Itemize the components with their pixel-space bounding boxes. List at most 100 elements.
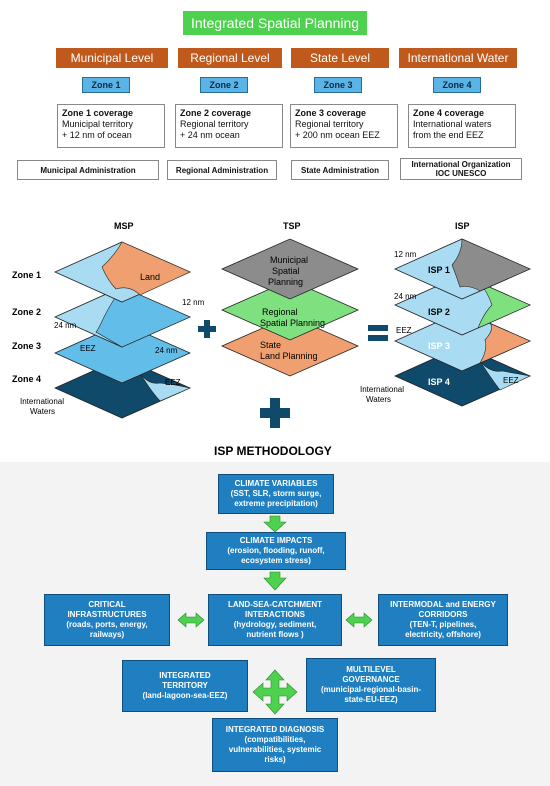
- box-line: CLIMATE VARIABLES: [234, 479, 318, 488]
- isp-eez-label: EEZ: [503, 376, 519, 385]
- left-right-arrow-icon: [177, 612, 205, 628]
- row-label-zone3: Zone 3: [12, 341, 41, 351]
- box-line: (land-lagoon-sea-EEZ): [142, 691, 228, 700]
- isp-stack: [394, 238, 531, 407]
- eez-label-2: EEZ: [165, 378, 181, 387]
- isp2-label: ISP 2: [428, 307, 450, 317]
- box-line: extreme precipitation): [234, 499, 318, 508]
- tsp-layer-2-text: Spatial Planning: [260, 318, 325, 328]
- regional-administration: Regional Administration: [167, 160, 277, 180]
- box-line: ecosystem stress): [241, 556, 311, 565]
- intermodal-corridors-box: INTERMODAL and ENERGY CORRIDORS (TEN-T, …: [378, 594, 508, 646]
- box-line: railways): [89, 630, 125, 639]
- box-line: electricity, offshore): [405, 630, 481, 639]
- box-line: CLIMATE IMPACTS: [239, 536, 313, 545]
- box-line: INTERMODAL and ENERGY: [390, 600, 496, 609]
- tsp-layer-2: [221, 279, 359, 341]
- four-way-arrow-icon: [252, 669, 298, 715]
- state-administration: State Administration: [291, 160, 389, 180]
- zone-4-coverage: Zone 4 coverage International waters fro…: [408, 104, 516, 148]
- zone-2-coverage: Zone 2 coverage Regional territory + 24 …: [175, 104, 283, 148]
- row-label-zone1: Zone 1: [12, 270, 41, 280]
- international-administration: International Organization IOC UNESCO: [400, 158, 522, 180]
- municipal-administration: Municipal Administration: [17, 160, 159, 180]
- tsp-layer-3-text: Land Planning: [260, 351, 318, 361]
- isp1-label: ISP 1: [428, 265, 450, 275]
- box-line: (roads, ports, energy,: [66, 620, 148, 629]
- intl-label-1: International: [20, 397, 64, 406]
- coverage-line: Regional territory: [295, 119, 364, 129]
- box-line: nutrient flows ): [246, 630, 304, 639]
- msp-stack: [54, 241, 191, 419]
- isp4-label: ISP 4: [428, 377, 450, 387]
- down-arrow-icon: [263, 571, 287, 591]
- intl-label-2: Waters: [30, 407, 55, 416]
- isp-intl-label-2: Waters: [366, 395, 391, 404]
- box-line: MULTILEVEL: [346, 665, 396, 674]
- tsp-stack: [221, 238, 359, 377]
- isp-layer-1-land: [451, 238, 531, 292]
- nm12-label: 12 nm: [182, 298, 205, 307]
- international-water-header: International Water: [399, 48, 517, 68]
- box-line: INTERACTIONS: [245, 610, 305, 619]
- coverage-line: Municipal territory: [62, 119, 134, 129]
- isp-nm12-label: 12 nm: [394, 250, 417, 259]
- climate-variables-box: CLIMATE VARIABLES (SST, SLR, storm surge…: [218, 474, 334, 514]
- coverage-title: Zone 2 coverage: [180, 108, 252, 118]
- isp-label: ISP: [455, 221, 470, 231]
- left-right-arrow-icon: [345, 612, 373, 628]
- zone-4-tag: Zone 4: [433, 77, 481, 93]
- coverage-title: Zone 3 coverage: [295, 108, 367, 118]
- isp-intl-label-1: International: [360, 385, 404, 394]
- down-arrow-icon: [263, 515, 287, 533]
- box-line: (municipal-regional-basin-: [320, 685, 421, 694]
- flow-arrows: [177, 515, 373, 715]
- coverage-title: Zone 4 coverage: [413, 108, 485, 118]
- coverage-line: International waters: [413, 119, 492, 129]
- layer-diagram: MSP Zone 1 Zone 2 Zone 3 Zone 4 Land 12 …: [12, 221, 531, 458]
- isp-layer-4-eez: [479, 360, 531, 391]
- box-line: LAND-SEA-CATCHMENT: [227, 600, 323, 609]
- critical-infrastructures-box: CRITICAL INFRASTRUCTURES (roads, ports, …: [44, 594, 170, 646]
- row-label-zone2: Zone 2: [12, 307, 41, 317]
- admin-line: IOC UNESCO: [435, 169, 487, 178]
- box-line: TERRITORY: [162, 681, 208, 690]
- box-line: GOVERNANCE: [342, 675, 400, 684]
- nm24-label-2: 24 nm: [155, 346, 178, 355]
- multilevel-governance-box: MULTILEVEL GOVERNANCE (municipal-regiona…: [306, 658, 436, 712]
- zone-3-tag: Zone 3: [314, 77, 362, 93]
- coverage-line: Regional territory: [180, 119, 249, 129]
- box-line: (compatibilities,: [244, 735, 306, 744]
- municipal-level-header: Municipal Level: [56, 48, 168, 68]
- integrated-diagnosis-box: INTEGRATED DIAGNOSIS (compatibilities, v…: [212, 718, 338, 772]
- coverage-title: Zone 1 coverage: [62, 108, 134, 118]
- coverage-line: from the end EEZ: [413, 130, 484, 140]
- row-label-zone4: Zone 4: [12, 374, 41, 384]
- box-line: INFRASTRUCTURES: [67, 610, 147, 619]
- eez-label: EEZ: [80, 344, 96, 353]
- isp-nm24-label: 24 nm: [394, 292, 417, 301]
- box-line: state-EU-EEZ): [344, 695, 398, 704]
- isp3-label: ISP 3: [428, 341, 450, 351]
- climate-impacts-box: CLIMATE IMPACTS (erosion, flooding, runo…: [206, 532, 346, 570]
- land-sea-catchment-box: LAND-SEA-CATCHMENT INTERACTIONS (hydrolo…: [208, 594, 342, 646]
- tsp-layer-3-text: State: [260, 340, 281, 350]
- land-label: Land: [140, 272, 160, 282]
- state-level-header: State Level: [291, 48, 389, 68]
- tsp-layer-2-text: Regional: [262, 307, 298, 317]
- eez-label-3: EEZ: [396, 326, 412, 335]
- box-line: risks): [264, 755, 286, 764]
- msp-label: MSP: [114, 221, 134, 231]
- box-line: CORRIDORS: [418, 610, 468, 619]
- isp-methodology-title: ISP METHODOLOGY: [214, 444, 332, 458]
- diagram-title: Integrated Spatial Planning: [183, 11, 367, 35]
- isp-layer-3-land: [461, 310, 531, 364]
- equals-icon-bottom: [368, 335, 388, 341]
- zone-1-coverage: Zone 1 coverage Municipal territory + 12…: [57, 104, 165, 148]
- box-line: INTEGRATED DIAGNOSIS: [225, 725, 325, 734]
- tsp-label: TSP: [283, 221, 301, 231]
- box-line: CRITICAL: [88, 600, 126, 609]
- admin-line: International Organization: [411, 160, 511, 169]
- tsp-layer-1-text: Planning: [268, 277, 303, 287]
- coverage-line: + 24 nm ocean: [180, 130, 240, 140]
